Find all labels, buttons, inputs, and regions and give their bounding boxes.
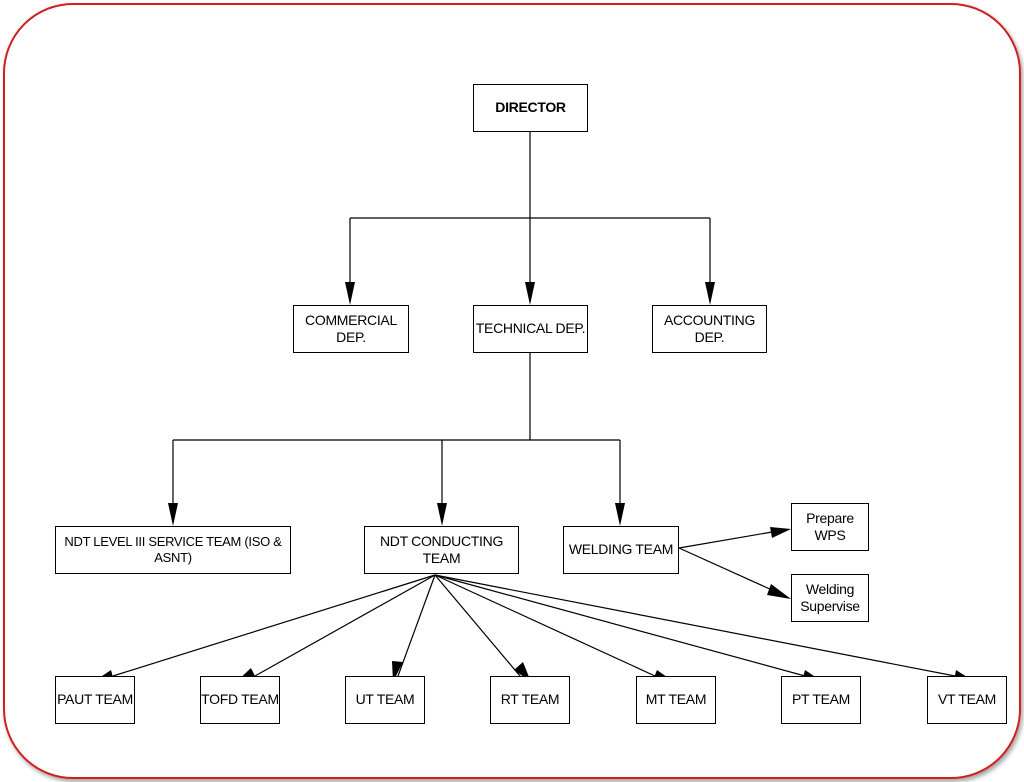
node-welding-team: WELDING TEAM bbox=[563, 526, 679, 574]
node-technical-dep: TECHNICAL DEP. bbox=[473, 305, 588, 353]
connector-to-pt bbox=[434, 574, 806, 677]
node-welding-team-label: WELDING TEAM bbox=[568, 541, 674, 558]
node-prepare-wps: Prepare WPS bbox=[791, 503, 869, 551]
node-director-label: DIRECTOR bbox=[495, 99, 566, 116]
connector-to-vt bbox=[434, 574, 956, 677]
node-commercial-dep: COMMERCIAL DEP. bbox=[293, 305, 409, 353]
arrowhead-ndt-conducting bbox=[437, 503, 447, 526]
connector-to-rt bbox=[434, 574, 521, 677]
arrowhead-commercial bbox=[345, 282, 355, 305]
connector-to-welding-supervise bbox=[678, 547, 773, 591]
arrowhead-accounting bbox=[705, 282, 715, 305]
node-vt-team-label: VT TEAM bbox=[937, 691, 997, 708]
arrowhead-ndt-level3 bbox=[168, 503, 178, 526]
connector-to-paut bbox=[112, 574, 436, 677]
arrowhead-welding-supervise bbox=[767, 584, 791, 599]
node-rt-team: RT TEAM bbox=[490, 676, 570, 724]
node-technical-dep-label: TECHNICAL DEP. bbox=[475, 320, 586, 337]
node-ndt-level3-team-label: NDT LEVEL III SERVICE TEAM (ISO & ASNT) bbox=[64, 533, 282, 565]
node-ndt-conducting-team-label: NDT CONDUCTING TEAM bbox=[379, 532, 504, 567]
connector-to-tofd bbox=[254, 574, 436, 677]
node-pt-team: PT TEAM bbox=[781, 676, 861, 724]
connector-to-mt bbox=[434, 574, 656, 677]
arrowhead-technical bbox=[525, 282, 535, 305]
node-rt-team-label: RT TEAM bbox=[500, 691, 560, 708]
node-ndt-conducting-team: NDT CONDUCTING TEAM bbox=[364, 526, 519, 574]
node-commercial-dep-label: COMMERCIAL DEP. bbox=[305, 311, 397, 346]
node-accounting-dep: ACCOUNTING DEP. bbox=[652, 305, 767, 353]
node-vt-team: VT TEAM bbox=[927, 676, 1007, 724]
connector-to-prepare-wps bbox=[678, 531, 773, 549]
node-mt-team-label: MT TEAM bbox=[645, 691, 707, 708]
node-ut-team: UT TEAM bbox=[345, 676, 425, 724]
arrowhead-prepare-wps bbox=[770, 527, 791, 538]
node-prepare-wps-label: Prepare WPS bbox=[806, 509, 854, 544]
node-ndt-level3-team: NDT LEVEL III SERVICE TEAM (ISO & ASNT) bbox=[55, 526, 291, 574]
node-ut-team-label: UT TEAM bbox=[355, 691, 415, 708]
node-accounting-dep-label: ACCOUNTING DEP. bbox=[663, 311, 756, 346]
rounded-frame bbox=[3, 3, 1021, 779]
node-paut-team: PAUT TEAM bbox=[55, 676, 135, 724]
node-paut-team-label: PAUT TEAM bbox=[57, 691, 133, 708]
node-mt-team: MT TEAM bbox=[636, 676, 716, 724]
arrowhead-welding bbox=[615, 503, 625, 526]
node-welding-supervise-label: Welding Supervise bbox=[800, 580, 860, 615]
connector-to-ut bbox=[397, 574, 436, 677]
node-director: DIRECTOR bbox=[473, 84, 588, 132]
node-tofd-team: TOFD TEAM bbox=[200, 676, 280, 724]
node-welding-supervise: Welding Supervise bbox=[791, 574, 869, 622]
node-tofd-team-label: TOFD TEAM bbox=[201, 691, 279, 708]
node-pt-team-label: PT TEAM bbox=[791, 691, 851, 708]
